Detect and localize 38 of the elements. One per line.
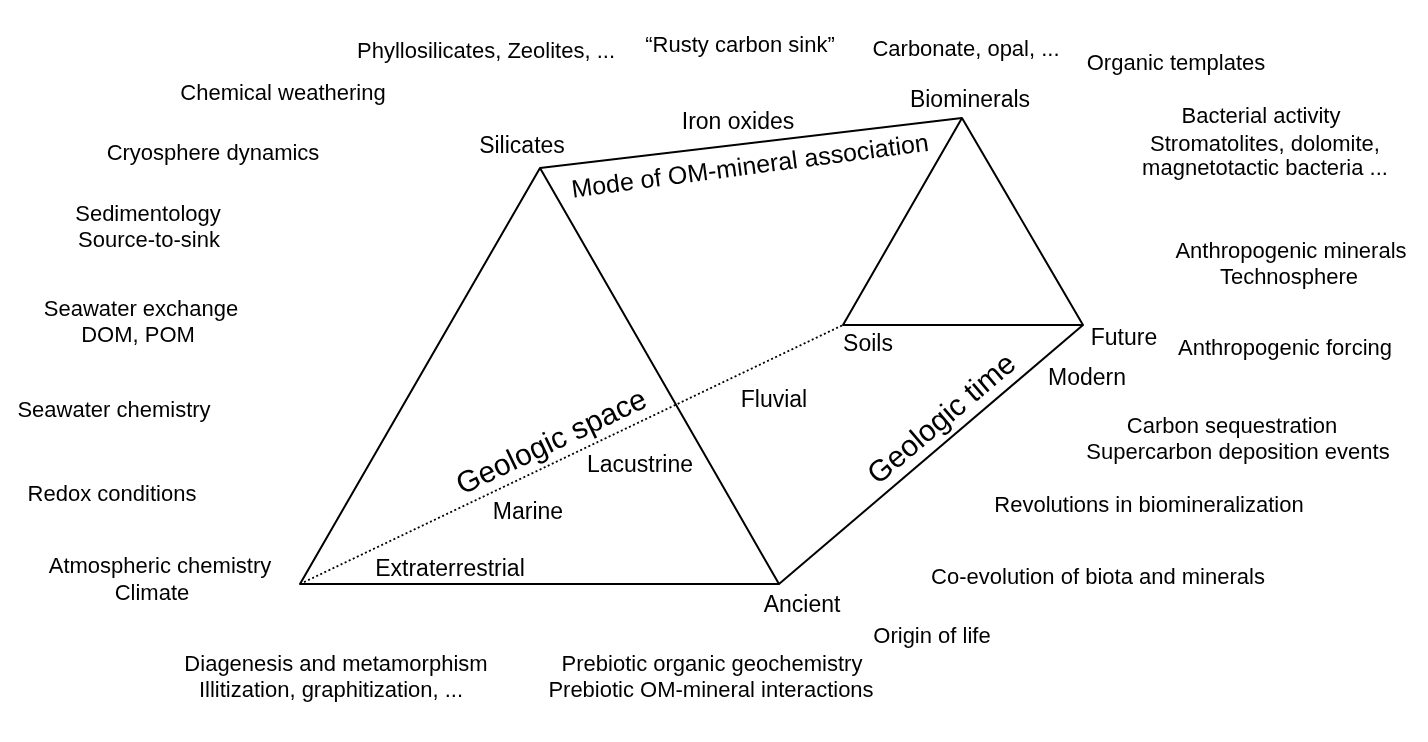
topic-label: Prebiotic OM-mineral interactions — [548, 677, 874, 703]
topic-label: Bacterial activity — [1181, 103, 1341, 129]
topic-label: Anthropogenic minerals — [1175, 238, 1407, 264]
vertex-label: Biominerals — [909, 87, 1031, 113]
topic-label: Revolutions in biomineralization — [994, 492, 1304, 518]
topic-label: Illitization, graphitization, ... — [198, 677, 464, 703]
topic-label: Diagenesis and metamorphism — [184, 651, 488, 677]
axis-label: Extraterrestrial — [375, 556, 525, 582]
topic-label: Cryosphere dynamics — [106, 140, 320, 166]
topic-label: Phyllosilicates, Zeolites, ... — [357, 38, 615, 64]
topic-label: Anthropogenic forcing — [1178, 335, 1392, 361]
axis-label: Modern — [1048, 365, 1126, 391]
topic-label: Technosphere — [1219, 264, 1359, 290]
axis-label: Fluvial — [740, 387, 808, 413]
topic-label: Chemical weathering — [180, 80, 386, 106]
topic-label: Source-to-sink — [78, 227, 220, 253]
topic-label: Atmospheric chemistry — [48, 553, 272, 579]
topic-label: DOM, POM — [81, 322, 195, 348]
topic-label: Stromatolites, dolomite, magnetotactic bacteria ... — [1141, 131, 1389, 181]
topic-label: Seawater exchange — [43, 296, 239, 322]
topic-label: “Rusty carbon sink” — [645, 32, 835, 58]
axis-label: Marine — [492, 499, 564, 525]
vertex-label: Ancient — [763, 592, 841, 618]
topic-label: Organic templates — [1086, 50, 1266, 76]
topic-label: Carbonate, opal, ... — [872, 36, 1060, 62]
axis-label: Lacustrine — [586, 452, 694, 478]
vertex-label: Silicates — [479, 133, 565, 159]
vertex-label: Soils — [843, 331, 893, 357]
topic-label: Climate — [114, 580, 190, 606]
topic-label: Co-evolution of biota and minerals — [931, 564, 1265, 590]
vertex-label: Future — [1090, 325, 1158, 351]
topic-label: Seawater chemistry — [17, 397, 211, 423]
topic-label: Origin of life — [873, 623, 991, 649]
topic-label: Supercarbon deposition events — [1086, 439, 1390, 465]
topic-label: Carbon sequestration — [1126, 413, 1338, 439]
topic-label: Sedimentology — [75, 201, 221, 227]
topic-label: Redox conditions — [27, 481, 197, 507]
topic-label: Prebiotic organic geochemistry — [561, 651, 863, 677]
